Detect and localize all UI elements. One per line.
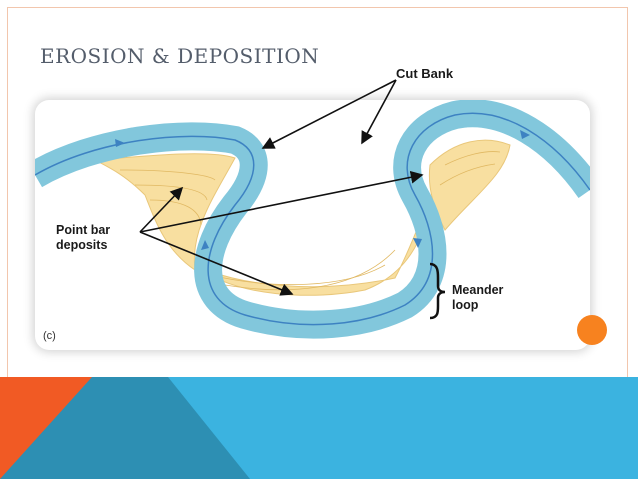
cut-bank-label: Cut Bank bbox=[396, 66, 454, 81]
meander-loop-label-line1: Meander bbox=[452, 283, 504, 297]
band-orange-triangle bbox=[0, 377, 92, 479]
arrow-point-bar-1 bbox=[139, 186, 184, 233]
arrow-point-bar-3 bbox=[139, 231, 294, 296]
deposit-lines bbox=[119, 151, 501, 291]
point-bar-deposit-left bbox=[93, 153, 236, 272]
meander-diagram-svg bbox=[35, 100, 590, 339]
flow-arrow-2 bbox=[201, 240, 209, 250]
flow-arrow-4 bbox=[520, 130, 530, 139]
accent-dot bbox=[577, 315, 607, 345]
point-bar-label-line2: deposits bbox=[56, 238, 108, 252]
bottom-decorative-band bbox=[0, 377, 638, 479]
arrow-cut-bank-right bbox=[361, 79, 397, 145]
arrow-cut-bank-left bbox=[261, 79, 397, 149]
flow-arrow-1 bbox=[115, 139, 125, 147]
arrow-point-bar-2 bbox=[139, 170, 424, 233]
flow-arrow-3 bbox=[413, 238, 422, 248]
point-bar-label-line1: Point bar bbox=[56, 223, 111, 237]
meander-diagram-image bbox=[35, 100, 590, 350]
band-dark-blue-triangle bbox=[0, 377, 250, 479]
river-flow-line bbox=[35, 112, 590, 326]
slide-title: EROSION & DEPOSITION bbox=[40, 44, 320, 68]
panel-label: (c) bbox=[43, 330, 56, 342]
meander-loop-brace bbox=[429, 262, 446, 320]
meander-loop-label-line2: loop bbox=[452, 298, 479, 312]
